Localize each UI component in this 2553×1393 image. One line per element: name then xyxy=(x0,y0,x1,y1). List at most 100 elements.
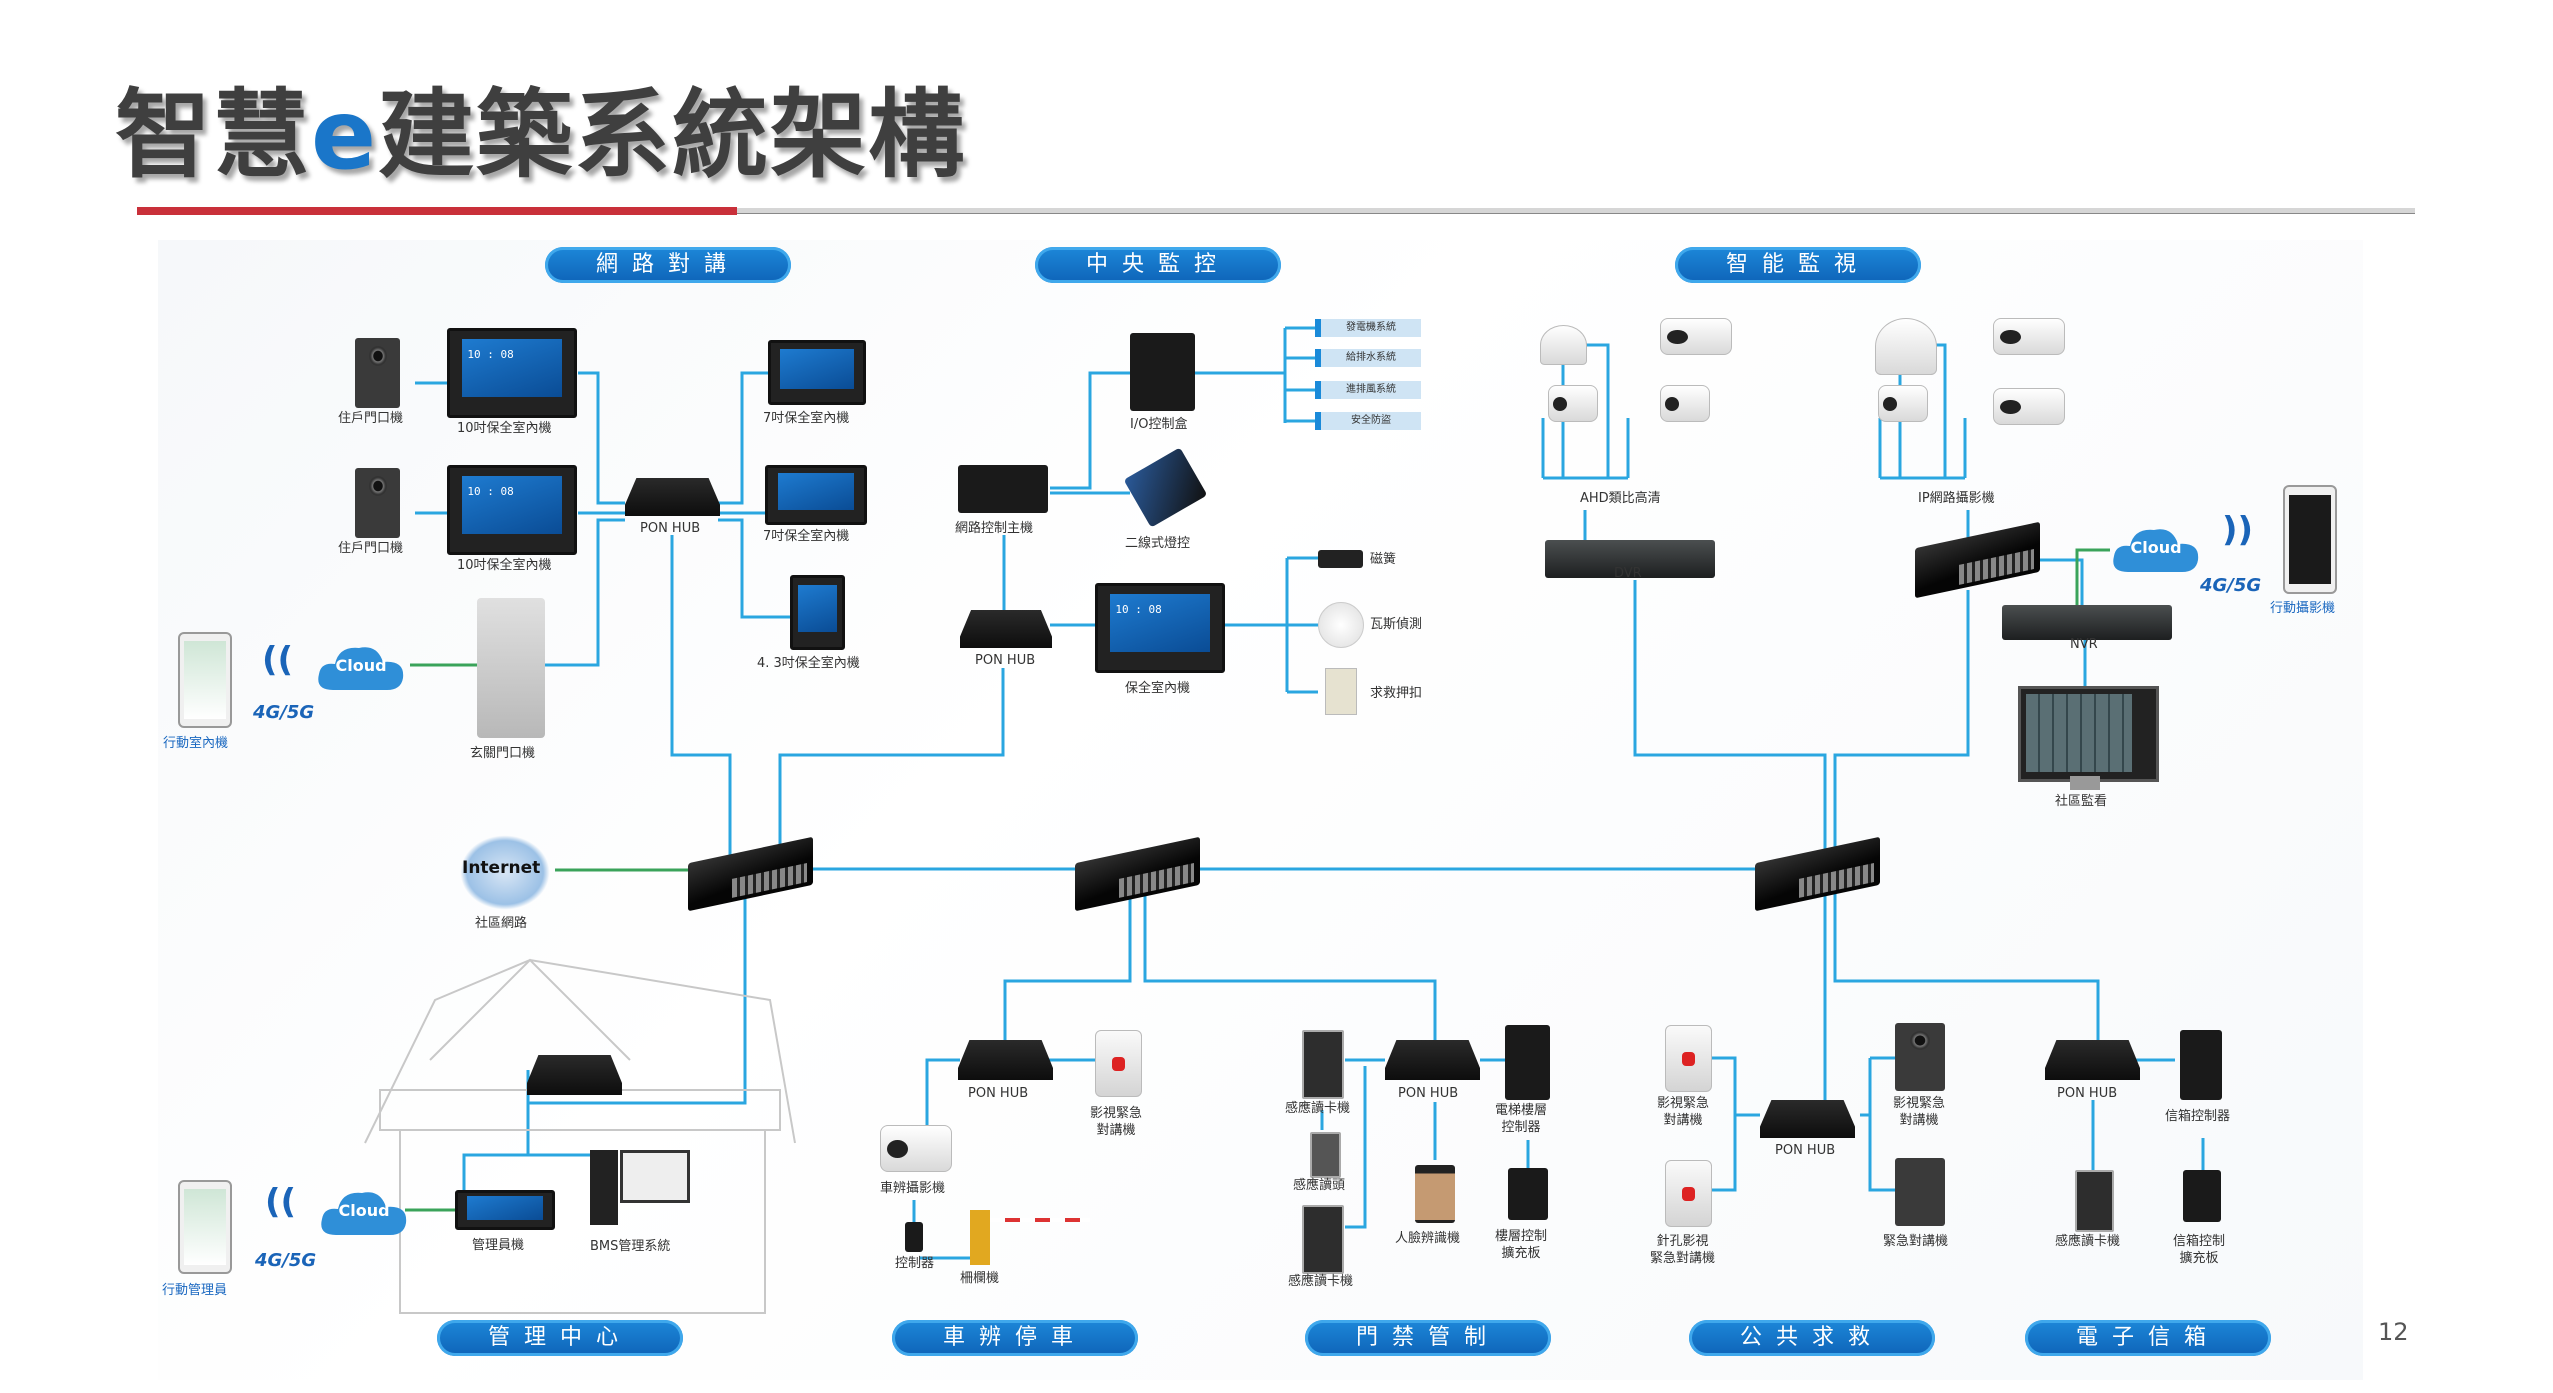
wire xyxy=(1708,1056,1737,1192)
label-ip-camera: IP網路攝影機 xyxy=(1918,491,1995,506)
wire xyxy=(543,518,625,667)
label-parking-controller: 控制器 xyxy=(895,1256,935,1271)
wireless-signal-icon: (( xyxy=(265,1182,297,1222)
admin-unit-icon xyxy=(455,1190,555,1230)
label-4g5g-management: 4G/5G xyxy=(255,1250,317,1271)
controller-icon xyxy=(905,1222,923,1252)
label-mobile-camera: 行動攝影機 xyxy=(2270,601,2336,616)
bullet-camera-icon xyxy=(1660,385,1710,422)
title-prefix: 智慧 xyxy=(115,79,311,191)
title-suffix: 建築系統架構 xyxy=(378,79,967,191)
reader-head-icon xyxy=(1310,1132,1341,1178)
bms-computer-icon xyxy=(590,1150,690,1225)
mobile-phone-icon xyxy=(178,632,232,728)
magnetic-sensor-icon xyxy=(1318,550,1363,568)
label-pon-hub-central: PON HUB xyxy=(975,653,1036,668)
label-dvr: DVR xyxy=(1614,566,1642,581)
wire xyxy=(1633,580,1827,855)
title-accent: e xyxy=(311,79,379,191)
dome-camera-icon xyxy=(1875,318,1937,375)
wire xyxy=(718,518,790,619)
wire xyxy=(1143,893,1437,1040)
label-indoor-43in: 4. 3吋保全室內機 xyxy=(757,656,860,671)
barrier-gate-icon xyxy=(970,1210,990,1265)
label-magnetic-sensor: 磁簧 xyxy=(1370,552,1397,567)
card-reader-icon xyxy=(1302,1205,1344,1274)
wireless-signal-icon: )) xyxy=(2222,510,2254,550)
section-surveillance: 智能監視 xyxy=(1675,247,1921,283)
indoor-7in-icon xyxy=(765,465,867,525)
pon-hub-icon xyxy=(1760,1100,1855,1138)
wire xyxy=(718,371,770,505)
label-parking-emergency: 影視緊急 對講機 xyxy=(1090,1106,1143,1138)
panic-button-icon xyxy=(1325,668,1357,715)
emergency-intercom-icon xyxy=(1665,1025,1712,1092)
cloud-icon: Cloud xyxy=(318,1185,410,1237)
label-rescue-pinhole: 針孔影視 緊急對講機 xyxy=(1650,1234,1716,1266)
wire xyxy=(2040,558,2084,605)
label-barrier: 柵欄機 xyxy=(960,1271,1000,1286)
screen-clock: 10 : 08 xyxy=(467,347,514,361)
cloud-wire xyxy=(2075,548,2110,605)
label-indoor-10in-1: 10吋保全室內機 xyxy=(457,421,552,436)
label-nvr: NVR xyxy=(2070,637,2098,652)
pon-hub-icon xyxy=(958,1040,1053,1080)
indoor-7in-icon xyxy=(768,340,866,405)
page-number: 12 xyxy=(2378,1318,2409,1346)
system-tag-ventilation: 進排風系統 xyxy=(1315,381,1421,399)
pon-hub-icon xyxy=(625,478,720,516)
system-tag-generator: 發電機系統 xyxy=(1315,319,1421,337)
wire xyxy=(1833,885,2100,1040)
nvr-icon xyxy=(2002,605,2172,640)
mailbox-controller-icon xyxy=(2180,1030,2222,1100)
building-outline xyxy=(364,958,796,1314)
dome-camera-icon xyxy=(1540,325,1587,365)
mobile-phone-icon xyxy=(2283,485,2337,594)
label-cloud-management: Cloud xyxy=(338,1201,390,1220)
gas-detector-icon xyxy=(1318,602,1364,648)
label-io-box: I/O控制盒 xyxy=(1130,417,1188,432)
wire xyxy=(1585,343,1610,478)
label-panic-button: 求救押扣 xyxy=(1370,686,1423,701)
bullet-camera-icon xyxy=(1548,385,1598,422)
indoor-43in-icon xyxy=(790,575,845,650)
monitor-stand xyxy=(2070,776,2100,790)
label-card-reader-2: 感應讀卡機 xyxy=(1288,1274,1354,1289)
section-management: 管理中心 xyxy=(437,1320,683,1356)
label-mailbox-reader: 感應讀卡機 xyxy=(2055,1234,2121,1249)
wire xyxy=(1050,371,1130,490)
mobile-phone-icon xyxy=(178,1180,232,1274)
bullet-camera-icon xyxy=(1993,318,2065,355)
cloud-icon: Cloud xyxy=(2110,522,2202,574)
system-tag-security: 安全防盜 xyxy=(1315,412,1421,430)
label-community-monitor: 社區監看 xyxy=(2055,794,2108,809)
label-cloud-surveillance: Cloud xyxy=(2130,538,2182,557)
screen-clock: 10 : 08 xyxy=(1115,602,1162,616)
card-reader-icon xyxy=(1302,1030,1344,1099)
indoor-10in-icon: 10 : 08 xyxy=(447,328,577,418)
label-cloud-intercom: Cloud xyxy=(335,656,387,675)
label-indoor-7in-2: 7吋保全室內機 xyxy=(763,529,850,544)
wire xyxy=(1868,1058,1895,1192)
title-rule-red xyxy=(137,207,737,215)
label-pon-hub-rescue: PON HUB xyxy=(1775,1143,1836,1158)
face-recognition-icon xyxy=(1415,1165,1455,1223)
label-pon-hub-parking: PON HUB xyxy=(968,1086,1029,1101)
section-rescue: 公共求救 xyxy=(1689,1320,1935,1356)
wire xyxy=(670,535,732,855)
emergency-intercom-icon xyxy=(1095,1030,1142,1097)
slide-title: 智慧e建築系統架構 xyxy=(115,80,966,190)
label-floor-extension: 樓層控制 擴充板 xyxy=(1495,1229,1548,1261)
label-lobby-panel: 玄關門口機 xyxy=(470,746,536,761)
label-reader-head: 感應讀頭 xyxy=(1293,1178,1346,1193)
section-intercom: 網路對講 xyxy=(545,247,791,283)
label-mobile-indoor: 行動室內機 xyxy=(163,736,229,751)
label-pon-hub-access: PON HUB xyxy=(1398,1086,1459,1101)
door-unit-icon xyxy=(355,468,400,538)
label-light-control: 二線式燈控 xyxy=(1125,536,1191,551)
video-emergency-intercom-icon xyxy=(1895,1023,1945,1091)
label-elevator-controller: 電梯樓層 控制器 xyxy=(1495,1103,1548,1135)
wireless-signal-icon: (( xyxy=(262,640,294,680)
title-rule-gray xyxy=(737,208,2415,214)
